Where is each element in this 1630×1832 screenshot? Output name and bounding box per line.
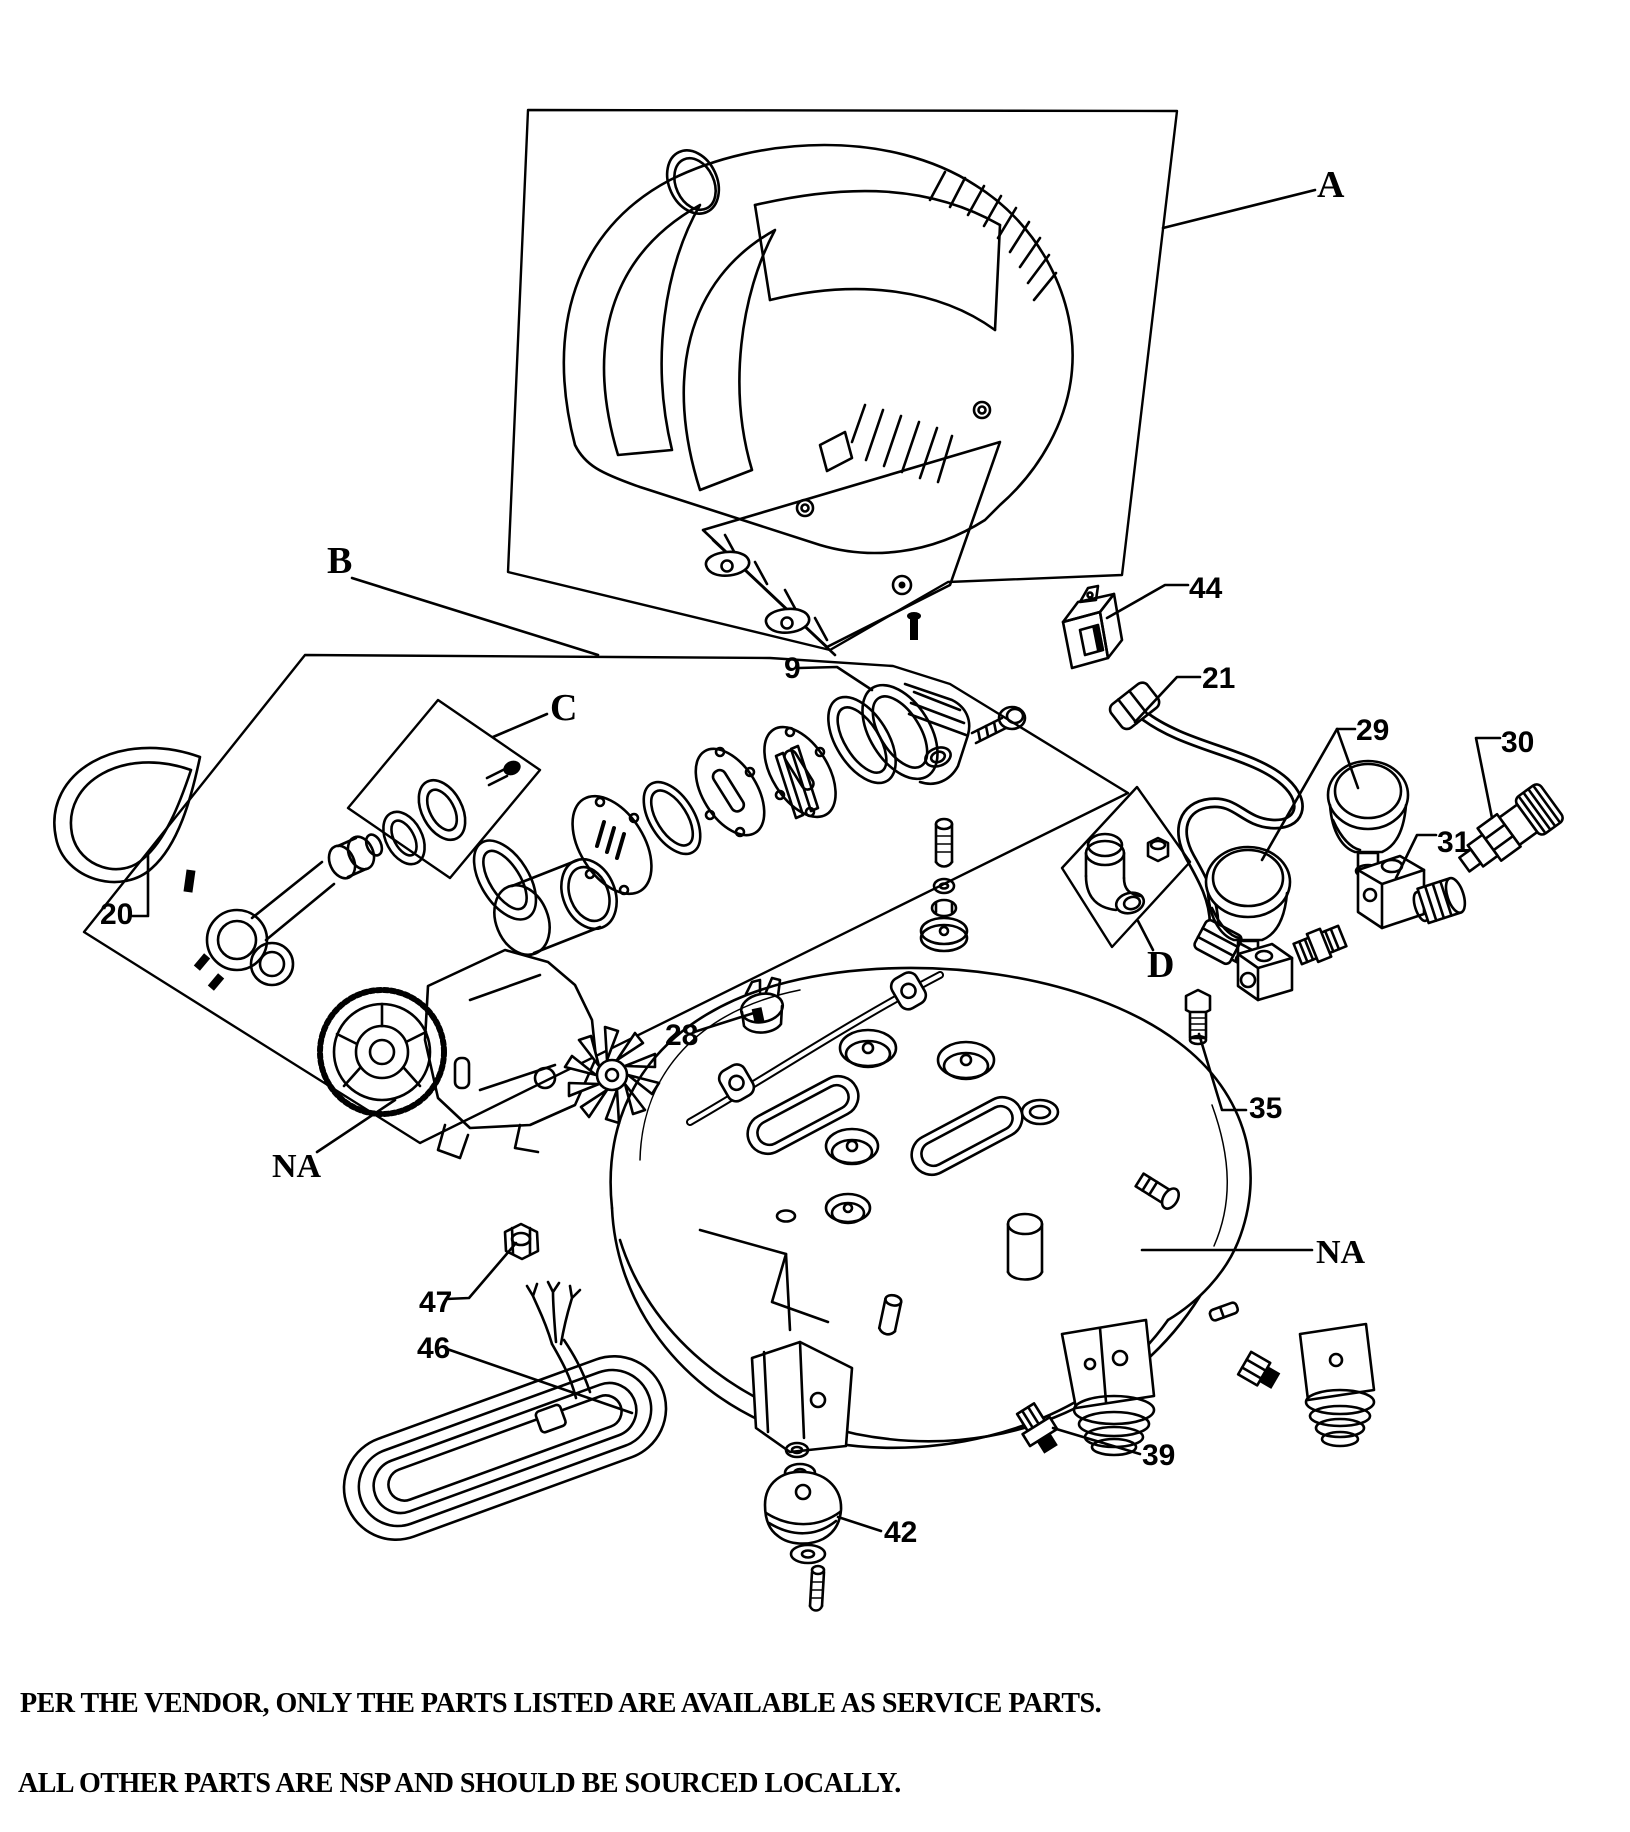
- callout-9-label: 9: [784, 652, 801, 685]
- mount-bolt-stack: [919, 817, 969, 953]
- shroud-top-oval: [665, 149, 721, 215]
- tank-leg-rear: [1298, 1322, 1376, 1448]
- seal-screw: [485, 760, 521, 787]
- regulator-31: [1356, 854, 1467, 930]
- hose-ferrule: [1108, 681, 1161, 731]
- callout-c-label: C: [550, 687, 577, 729]
- valve-plate-2: [763, 725, 837, 819]
- unloader-pipe: [686, 971, 944, 1126]
- footer-note-line2: ALL OTHER PARTS ARE NSP AND SHOULD BE SO…: [18, 1768, 901, 1799]
- callout-20-label: 20: [100, 898, 133, 931]
- base-plate-screw: [907, 612, 921, 640]
- drain-valve-39: [1015, 1402, 1059, 1454]
- section-box-c: [346, 698, 542, 880]
- connecting-rod: [193, 833, 384, 991]
- valve-plate: [694, 746, 766, 838]
- air-tank: [609, 966, 1376, 1457]
- vented-end-plate: [571, 794, 653, 896]
- leader-lines: [128, 188, 1502, 1533]
- motor-pulley: [317, 987, 447, 1117]
- base-plate-foot-tab-1: [704, 550, 751, 577]
- rubber-foot-42: [763, 1441, 843, 1612]
- reed-valves: [774, 744, 820, 820]
- callout-d-label: D: [1147, 944, 1174, 986]
- crank-key: [183, 869, 196, 893]
- motor-fan: [563, 1025, 661, 1125]
- crank-bearing: [249, 941, 295, 987]
- cord-wires: [525, 1280, 582, 1346]
- section-box-d: [1060, 785, 1192, 949]
- pump-valve-stack: [472, 682, 971, 957]
- callout-na-motor-label: NA: [272, 1148, 322, 1185]
- tank-leg-right: [1060, 1318, 1156, 1457]
- thermal-overload-28: [739, 976, 785, 1034]
- tank-leg-left: [750, 1340, 854, 1454]
- cord-nut-47: [503, 1222, 540, 1261]
- footer-notes: PER THE VENDOR, ONLY THE PARTS LISTED AR…: [18, 1688, 1102, 1799]
- tank-front-tube: [1006, 1212, 1044, 1281]
- callout-a-label: A: [1317, 164, 1345, 206]
- shroud-handle-blade-2: [682, 228, 777, 492]
- oil-seal-2: [382, 810, 426, 866]
- callout-21-label: 21: [1202, 662, 1235, 695]
- shroud-screw-2: [972, 400, 992, 420]
- callout-labels: A B C D NA NA 9 20 21 28 29 30 31 35 39 …: [100, 164, 1534, 1549]
- head-bolt: [970, 705, 1027, 745]
- section-box-a: [506, 108, 1179, 652]
- leg-bolt: [877, 1293, 903, 1336]
- shroud-square-hole: [818, 430, 854, 473]
- callout-39-label: 39: [1142, 1439, 1175, 1472]
- callout-35-label: 35: [1249, 1092, 1282, 1125]
- footer-note-line1: PER THE VENDOR, ONLY THE PARTS LISTED AR…: [20, 1688, 1101, 1719]
- shroud-handle-blade-1: [602, 203, 702, 457]
- quick-coupler-30: [1458, 783, 1564, 873]
- motor-assembly: [317, 948, 661, 1160]
- compressor-shroud: [562, 143, 1074, 555]
- pump-head: [861, 682, 971, 786]
- base-plate-foot-tab-2: [764, 607, 811, 634]
- foot-bolt: [808, 1564, 826, 1612]
- pin: [1208, 1301, 1240, 1322]
- tank-port-domes: [775, 1028, 996, 1225]
- power-cord-46: [342, 1280, 668, 1541]
- fitting-35: [1184, 988, 1212, 1046]
- cylinder-sleeve: [493, 857, 618, 957]
- top-vent-slats: [928, 170, 1058, 302]
- pipe-nipple: [1292, 924, 1348, 966]
- callout-47-label: 47: [419, 1286, 452, 1319]
- elbow-fitting: [1084, 832, 1146, 915]
- drive-belt-20: [53, 746, 202, 884]
- callout-28-label: 28: [665, 1019, 698, 1052]
- tank-plug: [1236, 1350, 1281, 1389]
- callout-42-label: 42: [884, 1516, 917, 1549]
- callout-b-label: B: [327, 540, 352, 582]
- callout-44-label: 44: [1189, 572, 1223, 605]
- head-gasket: [827, 695, 897, 785]
- callout-30-label: 30: [1501, 726, 1534, 759]
- oil-seal-1: [417, 778, 467, 842]
- outlet-hose-21: [1108, 681, 1304, 968]
- callout-29-label: 29: [1356, 714, 1389, 747]
- ring-gasket: [642, 780, 702, 856]
- small-nut: [1146, 836, 1170, 863]
- pressure-switch-44: [1061, 584, 1124, 670]
- shroud-base-plate: [701, 440, 1002, 657]
- base-plate-hole: [891, 574, 913, 596]
- callout-46-label: 46: [417, 1332, 450, 1365]
- callout-31-label: 31: [1437, 826, 1470, 859]
- callout-na-tank-label: NA: [1316, 1234, 1366, 1271]
- tank-bolt: [1134, 1172, 1181, 1210]
- flange-gasket: [472, 839, 538, 921]
- tank-slots: [746, 1074, 1024, 1177]
- manifold-block: [1236, 942, 1294, 1002]
- section-box-b: [82, 653, 1130, 1145]
